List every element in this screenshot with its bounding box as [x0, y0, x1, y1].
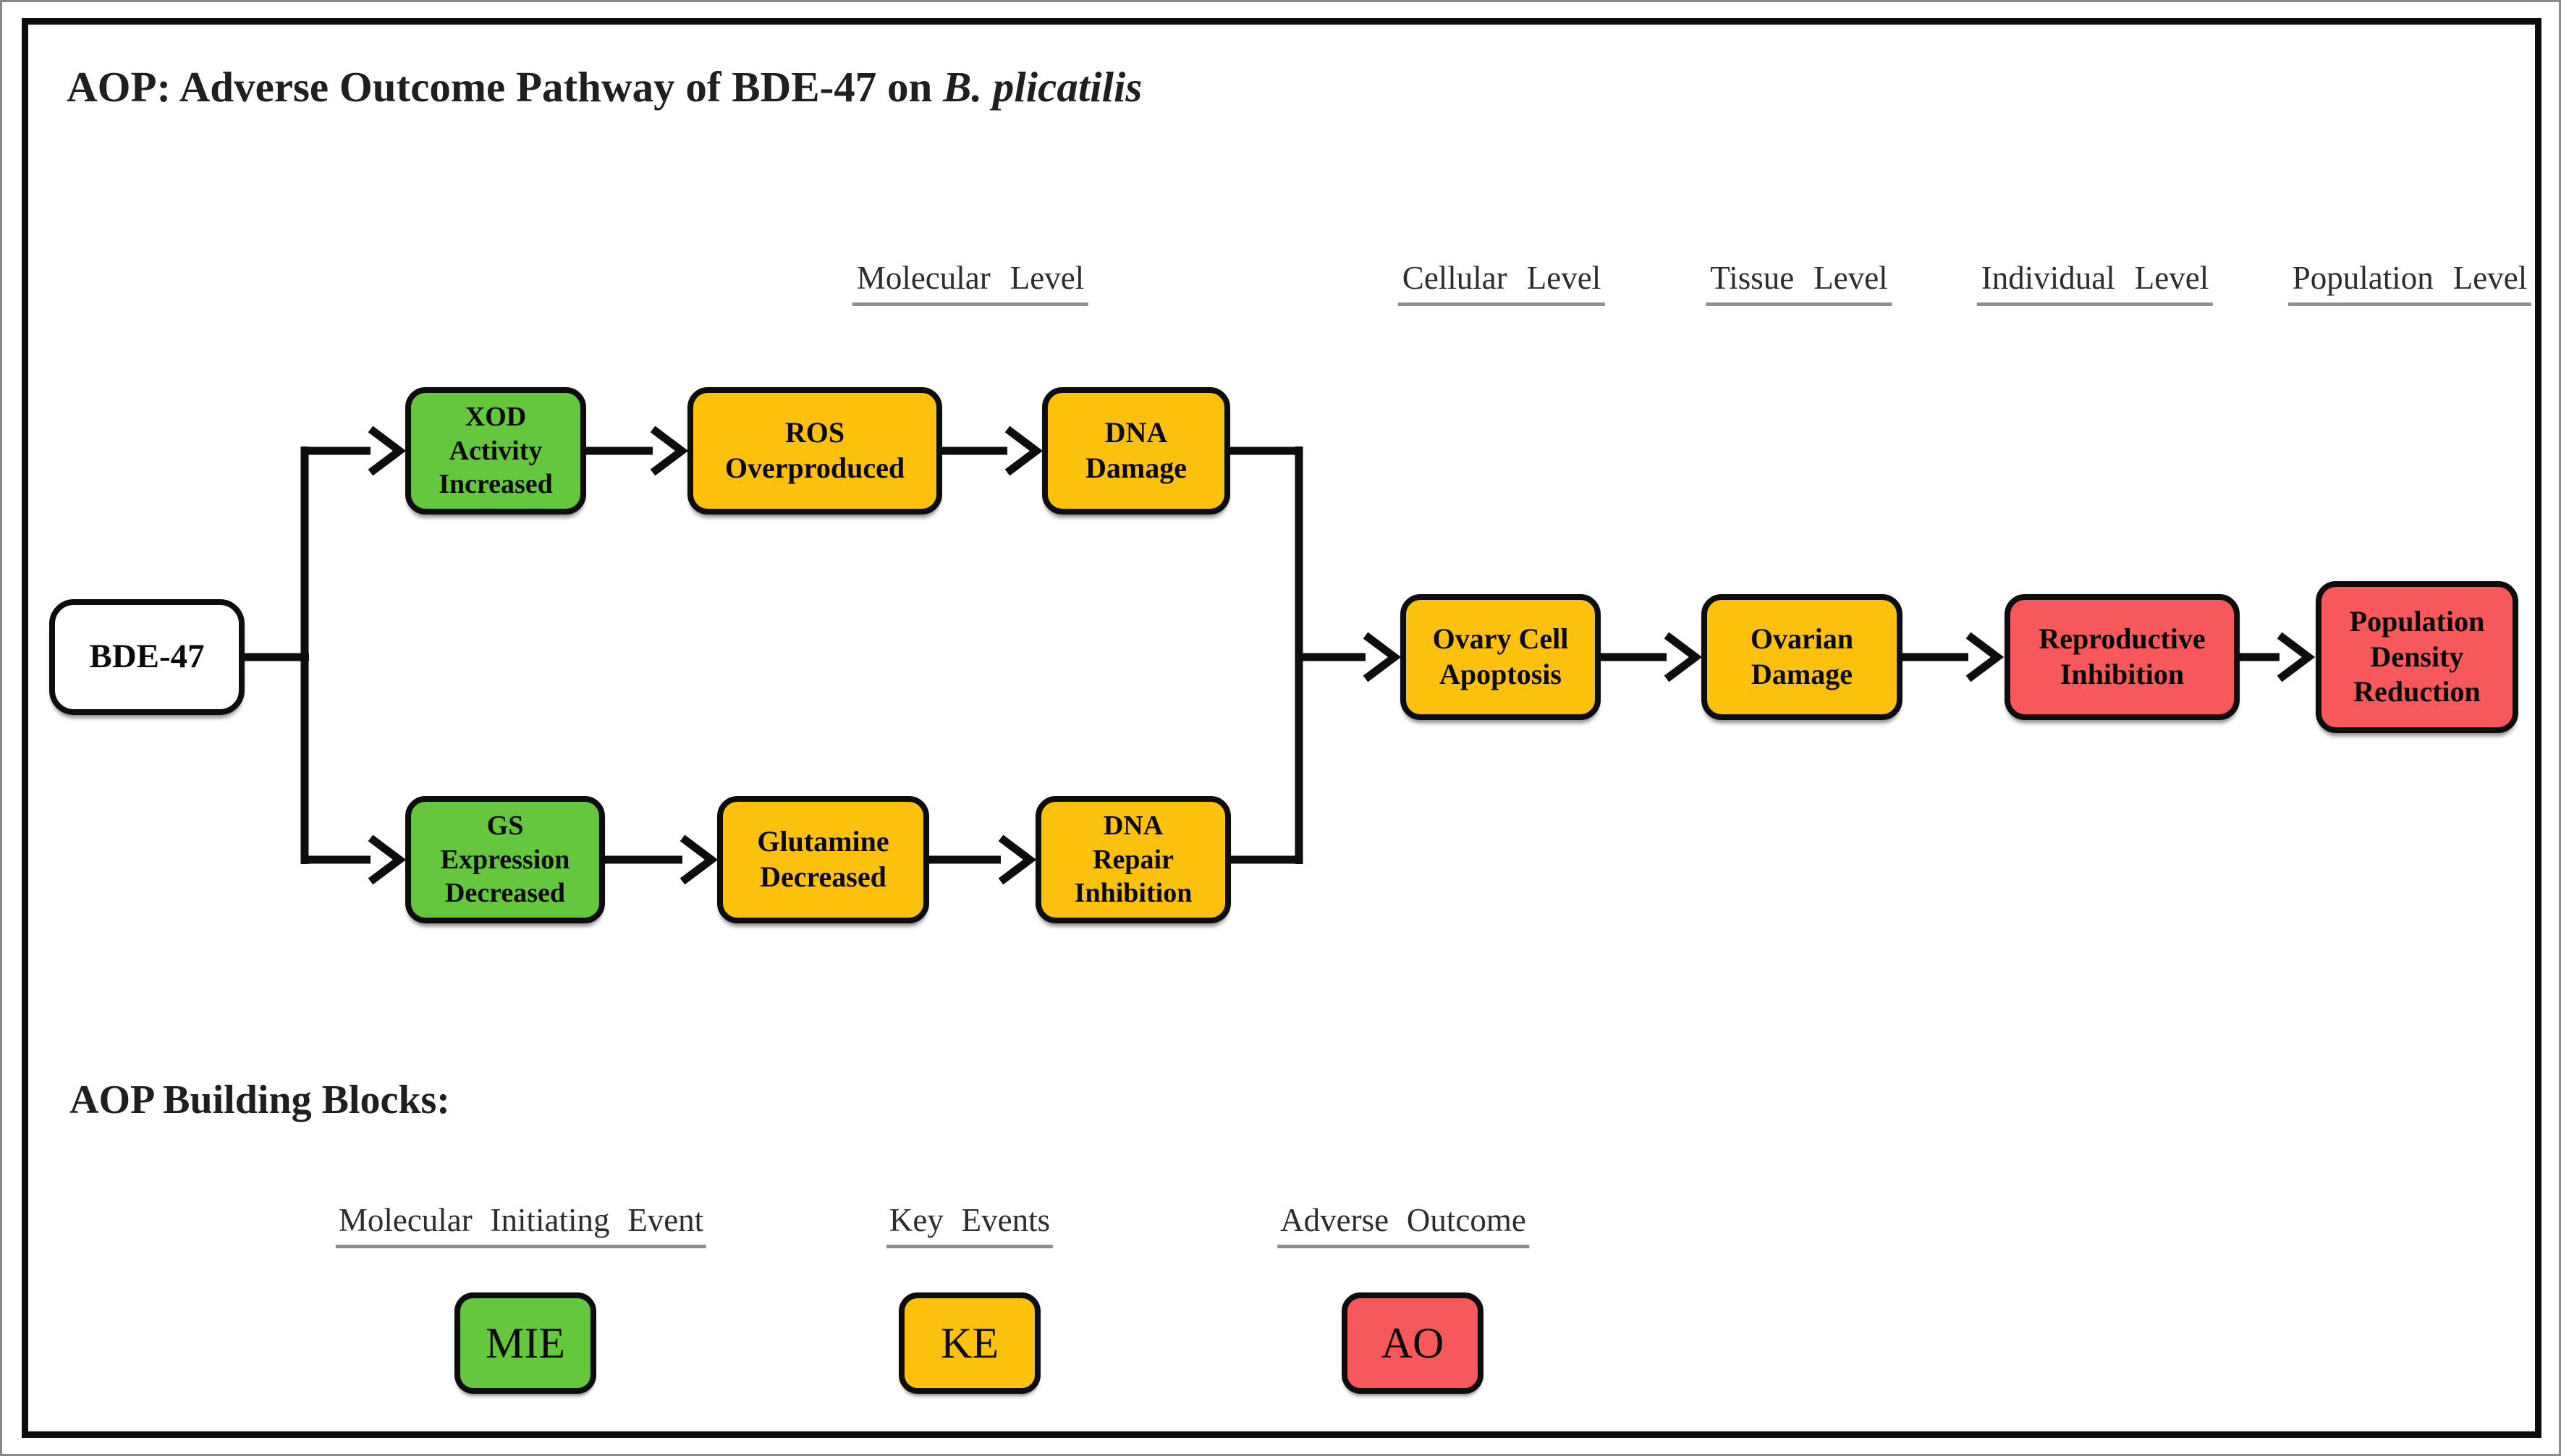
node-gs-expression-decreased: GS Expression Decreased — [405, 796, 605, 923]
node-dna-repair-inhibition: DNA Repair Inhibition — [1036, 796, 1231, 923]
arrow-reproductive-to-population — [2240, 632, 2316, 682]
node-glutamine-decreased: Glutamine Decreased — [717, 796, 929, 923]
legend-box-ke-label: KE — [941, 1319, 999, 1367]
diagram-frame — [22, 18, 2541, 1438]
node-gs-label: GS Expression Decreased — [440, 810, 570, 909]
node-population-density-reduction: Population Density Reduction — [2316, 581, 2518, 733]
node-reproductive-label: Reproductive Inhibition — [2039, 622, 2206, 690]
node-dna-repair-label: DNA Repair Inhibition — [1074, 810, 1193, 909]
node-dna-damage: DNA Damage — [1042, 387, 1230, 515]
node-xod-label: XOD Activity Increased — [439, 402, 553, 500]
node-glutamine-label: Glutamine Decreased — [757, 825, 889, 893]
arrow-split-to-gs — [301, 834, 407, 885]
node-bde47-label: BDE-47 — [89, 638, 205, 676]
arrow-gs-to-glutamine — [605, 834, 719, 885]
arrow-merge-to-ovary — [1295, 632, 1402, 682]
legend-box-mie: MIE — [454, 1292, 596, 1394]
arrow-ovarian-to-reproductive — [1902, 632, 2005, 682]
legend-box-ao: AO — [1342, 1292, 1483, 1394]
arrow-split-to-xod — [301, 426, 407, 476]
legend-box-mie-label: MIE — [486, 1319, 565, 1367]
legend-box-ao-label: AO — [1381, 1319, 1444, 1367]
node-ros-overproduced: ROS Overproduced — [687, 387, 942, 515]
diagram-title: AOP: Adverse Outcome Pathway of BDE-47 o… — [67, 62, 1142, 112]
legend-heading: AOP Building Blocks: — [69, 1078, 450, 1122]
level-header-individual: Individual Level — [1976, 259, 2214, 306]
arrow-ovary-to-ovarian — [1601, 632, 1703, 682]
node-dna-damage-label: DNA Damage — [1085, 416, 1187, 484]
node-population-label: Population Density Reduction — [2349, 604, 2485, 708]
node-xod-activity-increased: XOD Activity Increased — [405, 387, 586, 515]
title-species-name: B. plicatilis — [943, 63, 1143, 111]
legend-header-ao: Adverse Outcome — [1277, 1201, 1529, 1248]
node-ovarian-label: Ovarian Damage — [1750, 622, 1854, 690]
node-ovary-label: Ovary Cell Apoptosis — [1432, 622, 1569, 690]
node-bde47: BDE-47 — [49, 599, 245, 715]
legend-header-mie: Molecular Initiating Event — [335, 1201, 707, 1248]
node-ovary-cell-apoptosis: Ovary Cell Apoptosis — [1400, 594, 1601, 720]
node-ovarian-damage: Ovarian Damage — [1701, 594, 1902, 720]
level-header-cellular: Cellular Level — [1397, 259, 1606, 306]
legend-header-ke: Key Events — [886, 1201, 1054, 1248]
arrow-ros-to-dna-damage — [942, 426, 1044, 476]
level-header-population: Population Level — [2287, 259, 2532, 306]
title-text: AOP: Adverse Outcome Pathway of BDE-47 o… — [67, 63, 944, 111]
level-header-tissue: Tissue Level — [1706, 259, 1892, 306]
arrow-glutamine-to-dna-repair — [929, 834, 1037, 885]
legend-box-ke: KE — [899, 1292, 1041, 1394]
arrow-xod-to-ros — [586, 426, 689, 476]
level-header-molecular: Molecular Level — [852, 259, 1089, 306]
node-ros-label: ROS Overproduced — [724, 416, 905, 484]
node-reproductive-inhibition: Reproductive Inhibition — [2005, 594, 2240, 720]
